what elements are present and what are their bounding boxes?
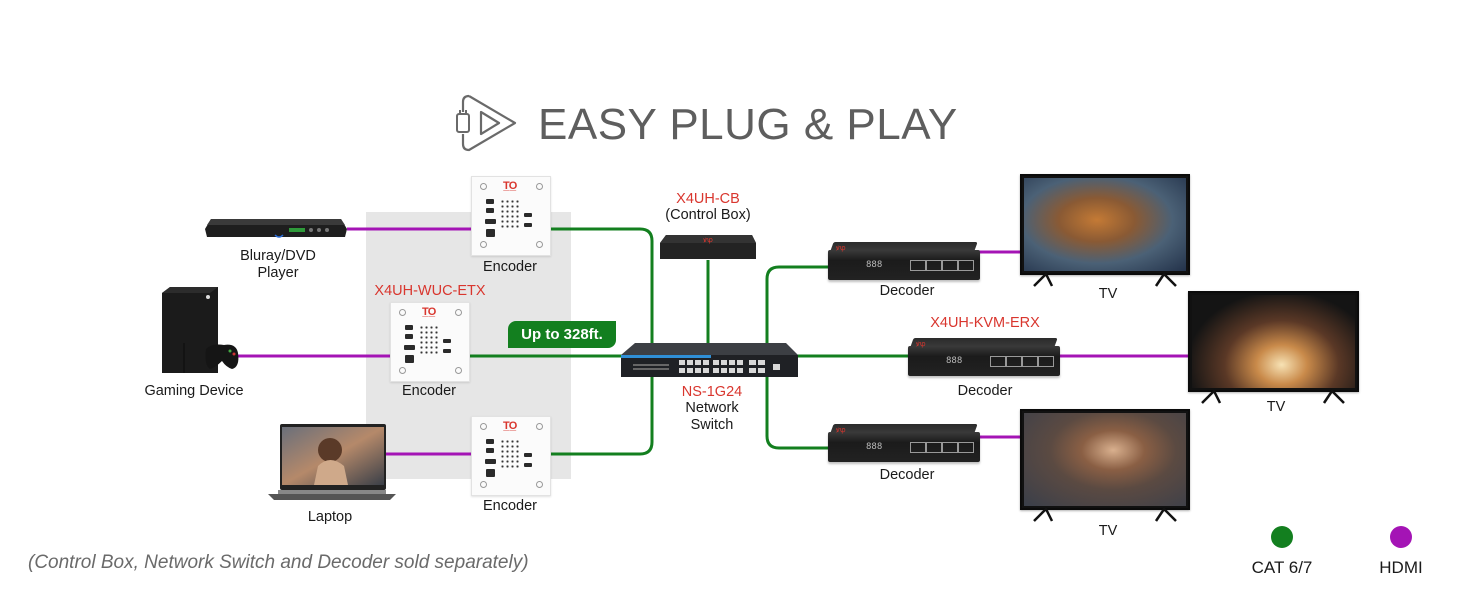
- bluray-player-icon: [205, 215, 347, 241]
- decoder-label-1: Decoder: [879, 283, 935, 299]
- encoder-unit: T̲O̲: [390, 302, 470, 382]
- switch-label: Network Switch: [685, 400, 739, 433]
- encoder-label-2: Encoder: [401, 383, 456, 399]
- cat-wire-decoder1: [765, 265, 830, 345]
- cat-wire-encoder3: [548, 375, 654, 456]
- legend-label-cat: CAT 6/7: [1251, 558, 1313, 577]
- svg-text:ꝟꝕ: ꝟꝕ: [703, 236, 713, 244]
- tv-stand-icon: [1033, 507, 1177, 522]
- brand-logo-icon: T̲O̲: [422, 306, 436, 318]
- brand-logo-icon: T̲O̲: [503, 420, 517, 432]
- distance-badge: Up to 328ft.: [508, 321, 616, 348]
- encoder-model-label: X4UH-WUC-ETX: [374, 283, 486, 299]
- brand-logo-icon: T̲O̲: [503, 180, 517, 192]
- tv-label-2: TV: [1266, 399, 1286, 415]
- cat-wire-encoder1: [548, 227, 654, 345]
- game-console-icon: [160, 287, 240, 377]
- encoder-label-3: Encoder: [482, 498, 537, 514]
- decoder-label-2: Decoder: [957, 383, 1013, 399]
- tv-screen-skier-portrait: [1024, 413, 1186, 506]
- tv-label-3: TV: [1098, 523, 1118, 539]
- control-box-label: (Control Box): [665, 207, 751, 223]
- plug-play-icon: [455, 90, 525, 156]
- decoder-model-label: X4UH-KVM-ERX: [930, 315, 1040, 331]
- tv-label-1: TV: [1098, 286, 1118, 302]
- source-label-bluray: Bluray/DVD Player: [240, 248, 316, 281]
- source-label-laptop: Laptop: [307, 509, 353, 525]
- footnote: (Control Box, Network Switch and Decoder…: [28, 552, 529, 573]
- page-title: EASY PLUG & PLAY: [538, 100, 958, 149]
- laptop-icon: [268, 424, 396, 502]
- network-switch-device: [621, 343, 798, 377]
- encoder-label-1: Encoder: [482, 259, 537, 275]
- encoder-unit: T̲O̲: [471, 176, 551, 256]
- tv-screen-rocket-launch: [1192, 295, 1355, 388]
- cat-wire-decoder3: [765, 375, 830, 450]
- tv-stand-icon: [1033, 272, 1177, 287]
- decoder-label-3: Decoder: [879, 467, 935, 483]
- control-box-device: ꝟꝕ: [660, 233, 756, 261]
- tv-display: [1188, 291, 1359, 392]
- tv-display: [1020, 174, 1190, 275]
- switch-model: NS-1G24: [681, 384, 743, 400]
- tv-stand-icon: [1201, 389, 1345, 404]
- source-label-gaming: Gaming Device: [144, 383, 244, 399]
- encoder-unit: T̲O̲: [471, 416, 551, 496]
- tv-display: [1020, 409, 1190, 510]
- legend-dot-hdmi: [1390, 526, 1412, 548]
- legend-label-hdmi: HDMI: [1379, 558, 1423, 577]
- tv-screen-tiger: [1024, 178, 1186, 271]
- control-box-model: X4UH-CB: [676, 191, 740, 207]
- legend-dot-cat: [1271, 526, 1293, 548]
